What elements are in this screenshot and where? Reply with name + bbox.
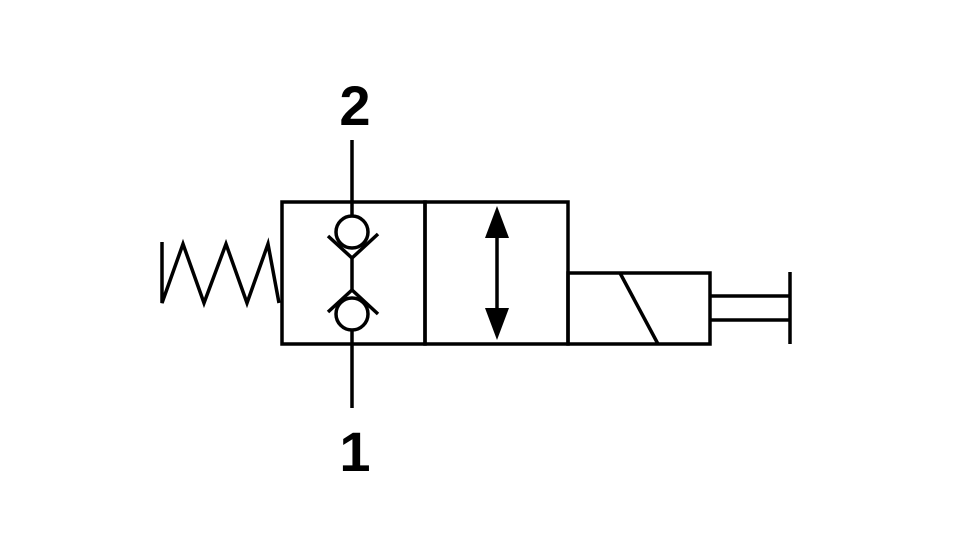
flow-arrowhead-up [485,206,509,238]
check-ball-upper [334,214,370,250]
flow-arrowhead-down [485,308,509,340]
check-valve-upper [326,214,380,261]
check-valve-lower [326,287,380,332]
bidirectional-flow-arrow [485,206,509,340]
port-1-label: 1 [339,420,371,483]
manual-override [710,272,792,344]
solenoid-diagonal [618,272,660,345]
port-2-label: 2 [339,74,371,137]
return-spring [160,237,281,309]
solenoid-coil-box [566,271,712,346]
check-ball-lower [334,296,370,332]
